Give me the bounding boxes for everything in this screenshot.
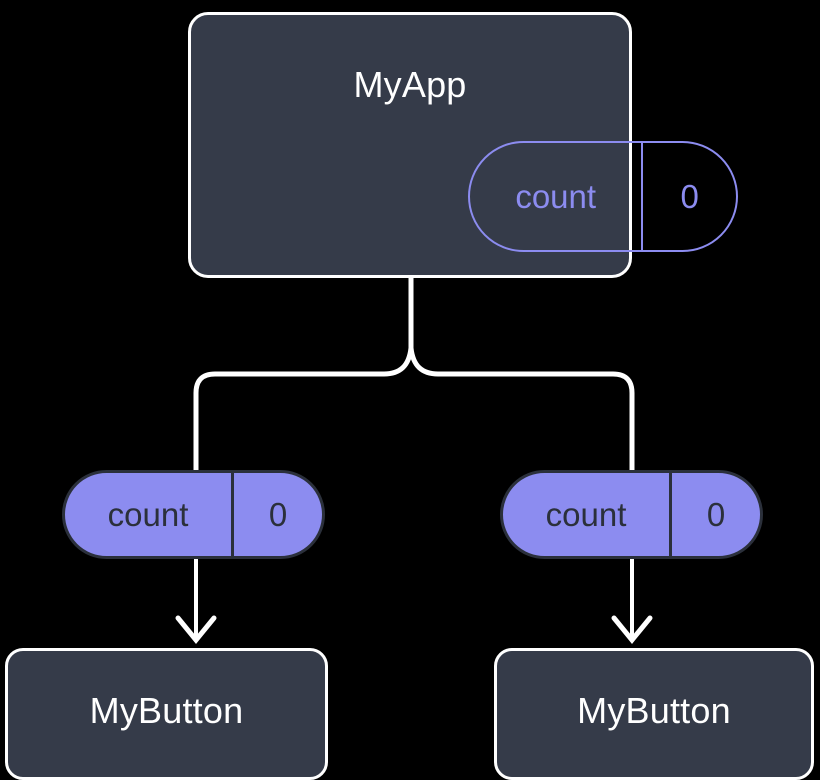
- arrow-head-right-icon: [611, 615, 653, 644]
- node-mybutton-right[interactable]: MyButton: [494, 648, 814, 780]
- connector-fork-left: [193, 347, 414, 470]
- connector-fork-right: [408, 347, 635, 470]
- arrow-head-left-icon: [175, 615, 217, 644]
- state-pill-count-value: 0: [680, 178, 699, 215]
- prop-pill-count-left-key: count: [65, 473, 235, 556]
- state-pill-count[interactable]: count 0: [468, 141, 738, 252]
- state-pill-count-key: count: [470, 143, 644, 250]
- node-mybutton-right-title: MyButton: [577, 690, 731, 731]
- prop-pill-count-right[interactable]: count 0: [500, 470, 763, 559]
- prop-pill-count-right-key: count: [503, 473, 673, 556]
- prop-pill-count-right-value: 0: [706, 496, 726, 533]
- node-myapp-title: MyApp: [353, 64, 467, 105]
- node-mybutton-left-title: MyButton: [89, 690, 244, 731]
- node-myapp[interactable]: MyApp count 0: [188, 12, 738, 278]
- prop-pill-count-left[interactable]: count 0: [62, 470, 325, 559]
- node-mybutton-left[interactable]: MyButton: [5, 648, 328, 780]
- prop-pill-count-left-value: 0: [268, 496, 288, 533]
